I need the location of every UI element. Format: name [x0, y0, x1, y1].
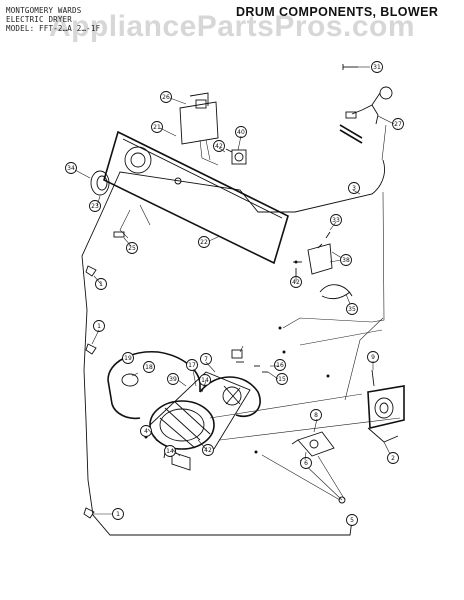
- callout-16: 16: [274, 359, 286, 371]
- callout-35: 35: [346, 303, 358, 315]
- callout-number: 42: [204, 447, 212, 454]
- callout-42: 42: [202, 444, 214, 456]
- callout-number: 42: [292, 279, 300, 286]
- callout-19: 19: [122, 352, 134, 364]
- callout-38: 38: [340, 254, 352, 266]
- callout-6: 6: [300, 457, 312, 469]
- wire-connector-left: [113, 204, 151, 239]
- screw-33: [325, 231, 331, 239]
- callout-3: 3: [348, 182, 360, 194]
- thermal-fuse-leads: [339, 124, 363, 144]
- callout-number: 6: [304, 460, 308, 467]
- callout-number: 42: [215, 143, 223, 150]
- callout-1: 1: [93, 320, 105, 332]
- callout-26: 26: [160, 91, 172, 103]
- callout-number: 34: [67, 165, 75, 172]
- callout-number: 14: [166, 448, 174, 455]
- timer-bracket: [179, 92, 219, 166]
- callout-number: 9: [371, 354, 375, 361]
- callout-14: 14: [199, 374, 211, 386]
- callout-18: 18: [143, 361, 155, 373]
- callout-number: 16: [276, 362, 284, 369]
- callout-25: 25: [126, 242, 138, 254]
- callout-21: 21: [151, 121, 163, 133]
- callout-number: 25: [128, 245, 136, 252]
- timer-knob: [90, 170, 110, 196]
- door-switch: [307, 243, 346, 275]
- callout-39: 39: [167, 373, 179, 385]
- callout-number: 38: [342, 257, 350, 264]
- callout-number: 18: [145, 364, 153, 371]
- motor-mount: [199, 376, 261, 417]
- callout-number: 26: [162, 94, 170, 101]
- callout-number: 27: [394, 121, 402, 128]
- wire-harness: [81, 159, 385, 536]
- callout-23: 23: [89, 200, 101, 212]
- header-product: ELECTRIC DRYER: [6, 15, 73, 24]
- leader-lines: [74, 66, 395, 515]
- small-bolt: [342, 64, 358, 70]
- callout-17: 17: [186, 359, 198, 371]
- blower-housing: [107, 351, 201, 420]
- header-brand: MONTGOMERY WARDS: [6, 6, 82, 15]
- callout-8: 8: [310, 409, 322, 421]
- callout-31: 31: [371, 61, 383, 73]
- harness-clip-lower: [83, 507, 95, 519]
- callout-number: 1: [97, 323, 101, 330]
- callout-number: 21: [153, 124, 161, 131]
- callout-number: 1: [116, 511, 120, 518]
- blower-wheel: [149, 371, 251, 450]
- callout-number: 3: [352, 185, 356, 192]
- callout-number: 5: [350, 517, 354, 524]
- callout-number: 4: [144, 428, 148, 435]
- callout-5: 5: [346, 514, 358, 526]
- callout-15: 15: [276, 373, 288, 385]
- callout-42: 42: [213, 140, 225, 152]
- callout-14: 14: [164, 445, 176, 457]
- bracket-9: [155, 439, 191, 471]
- callout-number: 17: [188, 362, 196, 369]
- selector-switch: [225, 148, 247, 165]
- callout-7: 7: [200, 353, 212, 365]
- callout-22: 22: [198, 236, 210, 248]
- callout-number: 22: [200, 239, 208, 246]
- control-panel: [103, 130, 289, 265]
- callout-1: 1: [112, 508, 124, 520]
- callout-4: 4: [140, 425, 152, 437]
- callout-34: 34: [65, 162, 77, 174]
- callout-9: 9: [367, 351, 379, 363]
- callout-number: 40: [237, 129, 245, 136]
- motor-bracket-right: [367, 369, 405, 443]
- header-model: MODEL: FFT-2…A 2…-1F: [6, 24, 101, 33]
- callout-2: 2: [387, 452, 399, 464]
- callout-number: 14: [201, 377, 209, 384]
- callout-33: 33: [330, 214, 342, 226]
- callout-number: 7: [204, 356, 208, 363]
- wire-jumper: [319, 284, 353, 300]
- callout-27: 27: [392, 118, 404, 130]
- harness-clip-middle: [85, 343, 97, 355]
- callout-40: 40: [235, 126, 247, 138]
- callout-number: 33: [332, 217, 340, 224]
- screw-42-upper: [293, 261, 302, 276]
- callout-number: 1: [99, 281, 103, 288]
- callout-number: 23: [91, 203, 99, 210]
- callout-number: 8: [314, 412, 318, 419]
- callout-number: 31: [373, 64, 381, 71]
- watermark: AppliancePartsPros.com: [48, 10, 416, 43]
- drum-belt-line: [209, 393, 401, 441]
- harness-clip-upper: [85, 265, 97, 277]
- idler-fasteners: [231, 349, 268, 373]
- callout-labels: 3127262140423343322252338423511191873917…: [65, 61, 404, 526]
- callout-number: 35: [348, 306, 356, 313]
- callout-number: 39: [169, 376, 177, 383]
- fastener-dots: [144, 260, 346, 504]
- callout-number: 2: [391, 455, 395, 462]
- terminal-ring: [345, 86, 393, 125]
- page-title: DRUM COMPONENTS, BLOWER: [236, 5, 439, 19]
- callout-number: 19: [124, 355, 132, 362]
- callout-number: 15: [278, 376, 286, 383]
